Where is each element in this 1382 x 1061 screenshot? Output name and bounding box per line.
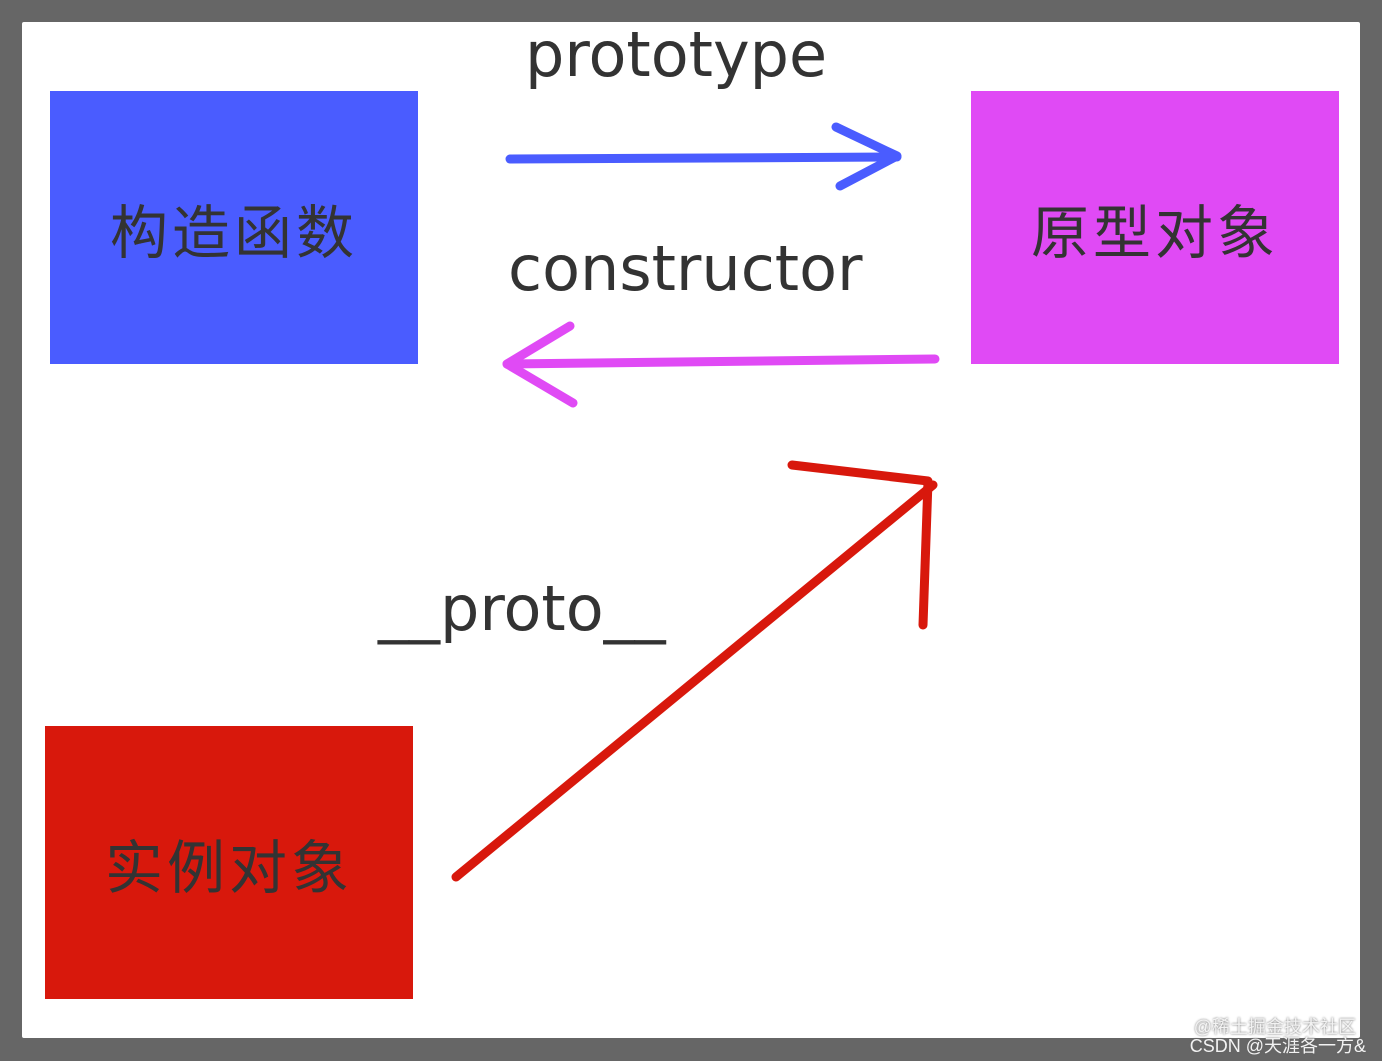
constructor-arrow-head <box>502 321 578 408</box>
prototype-edge-label: prototype <box>525 18 828 91</box>
prototype-object-box: 原型对象 <box>971 91 1339 364</box>
prototype-arrow-head <box>831 122 902 191</box>
proto-edge-label: __proto__ <box>378 572 666 645</box>
prototype-object-label: 原型对象 <box>1030 198 1279 267</box>
constructor-function-box: 构造函数 <box>50 91 418 364</box>
constructor-edge-label: constructor <box>508 232 863 305</box>
instance-object-box: 实例对象 <box>45 726 413 999</box>
constructor-arrow <box>502 321 940 408</box>
prototype-arrow-shaft <box>505 152 902 164</box>
juejin-watermark: @稀土掘金技术社区 <box>1193 1017 1356 1037</box>
proto-arrow-shaft <box>451 480 938 882</box>
constructor-function-label: 构造函数 <box>109 198 358 267</box>
prototype-arrow <box>505 122 902 191</box>
instance-object-label: 实例对象 <box>104 833 353 902</box>
proto-arrow <box>451 460 938 882</box>
proto-arrow-head <box>787 460 933 630</box>
csdn-watermark: CSDN @天涯各一方& <box>1189 1036 1366 1056</box>
constructor-arrow-shaft <box>502 354 940 369</box>
